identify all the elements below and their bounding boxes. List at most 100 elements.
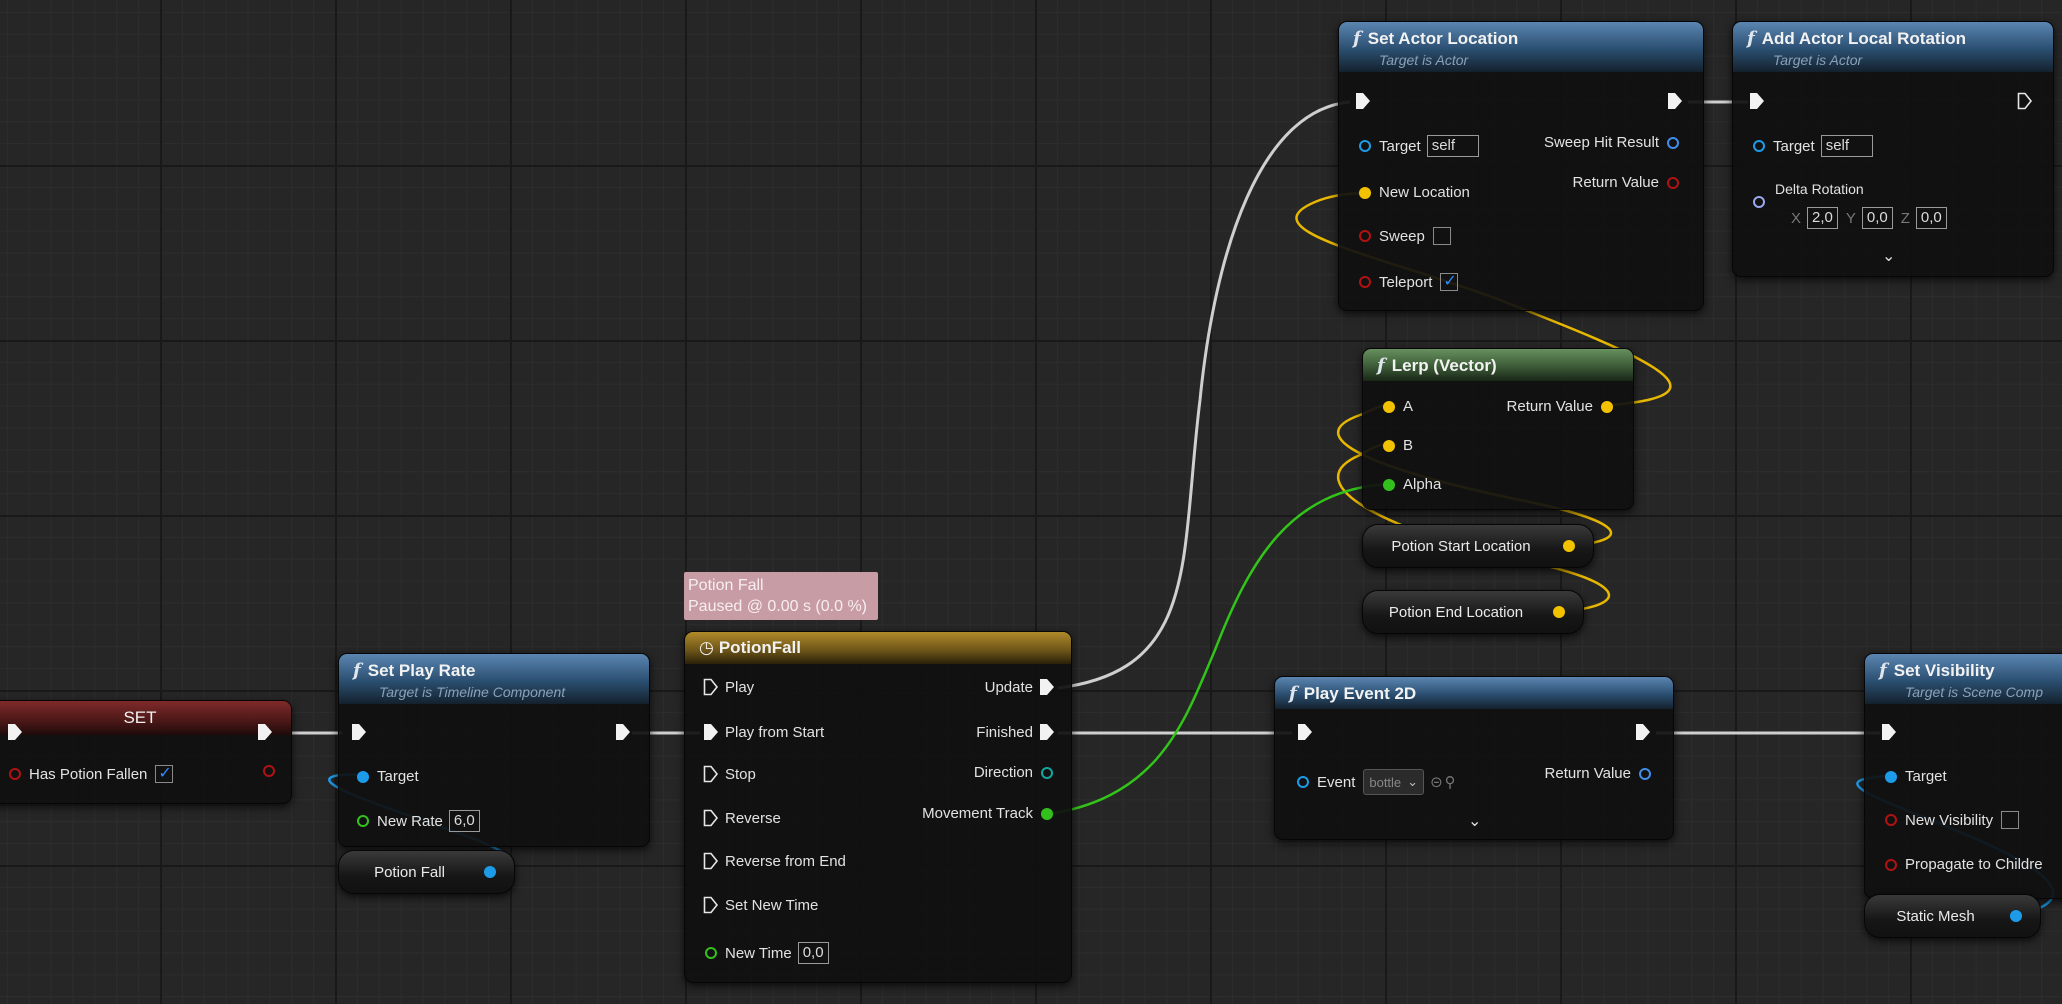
direction-label: Direction [973, 764, 1033, 781]
exec-in-pin[interactable] [351, 723, 367, 741]
new-visibility-checkbox[interactable] [2001, 811, 2020, 829]
y-value-input[interactable]: 0,0 [1861, 207, 1893, 229]
z-value-input[interactable]: 0,0 [1915, 207, 1947, 229]
new-rate-input[interactable]: 6,0 [448, 810, 480, 832]
exec-out-pin[interactable] [257, 723, 273, 741]
target-label: Target [1773, 137, 1815, 155]
target-pin[interactable] [1359, 140, 1371, 152]
rotation-exec-in-row [1743, 92, 1771, 110]
alpha-pin[interactable] [1383, 478, 1395, 491]
lerp-return-pin[interactable] [1601, 400, 1613, 413]
new-visibility-pin[interactable] [1885, 814, 1897, 826]
bool-in-pin[interactable] [9, 768, 21, 780]
exec-in-pin[interactable] [1881, 723, 1897, 741]
finished-exec-pin[interactable] [1039, 723, 1055, 741]
play-from-start-exec-pin[interactable] [703, 723, 719, 741]
update-exec-pin[interactable] [1039, 678, 1055, 696]
play-event-return-pin[interactable] [1639, 767, 1651, 780]
exec-in-pin[interactable] [1297, 723, 1313, 741]
direction-row: Direction [974, 764, 1061, 781]
potion-fall-variable-node[interactable]: Potion Fall [338, 850, 515, 894]
teleport-checkbox[interactable] [1440, 271, 1459, 291]
exec-out-pin[interactable] [1635, 723, 1651, 741]
reverse-from-end-exec-pin[interactable] [703, 852, 719, 870]
movement-track-pin[interactable] [1041, 807, 1053, 820]
sweep-hit-pin[interactable] [1667, 136, 1679, 149]
new-location-pin[interactable] [1359, 186, 1371, 199]
event-dropdown[interactable]: bottle⌄ [1363, 769, 1425, 795]
new-time-label: New Time [725, 944, 792, 962]
exec-out-pin[interactable] [1667, 92, 1683, 110]
exec-in-pin[interactable] [1355, 92, 1371, 110]
direction-pin[interactable] [1041, 766, 1053, 779]
potion-end-location-node[interactable]: Potion End Location [1362, 590, 1584, 634]
search-icon[interactable]: ⚲ [1444, 774, 1456, 791]
potion-start-location-pin[interactable] [1563, 540, 1575, 552]
teleport-pin[interactable] [1359, 276, 1371, 288]
potion-start-location-label: Potion Start Location [1391, 537, 1531, 555]
static-mesh-out-pin[interactable] [2010, 910, 2022, 922]
potion-end-location-pin[interactable] [1553, 606, 1565, 618]
delta-rotation-pin[interactable] [1753, 196, 1765, 208]
rotation-exec-out-row [2011, 92, 2039, 110]
bool-out-pin[interactable] [263, 765, 275, 777]
propagate-row: Propagate to Childre [1877, 856, 2043, 873]
target-pin[interactable] [1885, 770, 1897, 783]
stop-exec-pin[interactable] [703, 765, 719, 783]
target-pin[interactable] [1753, 140, 1765, 152]
lerp-return-row: Return Value [1507, 398, 1621, 415]
exec-out-pin[interactable] [615, 723, 631, 741]
play-exec-pin[interactable] [703, 678, 719, 696]
x-value-input[interactable]: 2,0 [1807, 207, 1838, 229]
sweep-checkbox[interactable] [1432, 227, 1451, 245]
potion-fall-out-pin[interactable] [484, 866, 496, 878]
propagate-pin[interactable] [1885, 858, 1897, 871]
target-self-input[interactable]: self [1820, 135, 1873, 157]
set-new-time-exec-pin[interactable] [703, 896, 719, 914]
visibility-target-row: Target [1877, 768, 1947, 785]
set-exec-in-row [1, 723, 29, 741]
potion-fall-timeline-node[interactable]: ◷PotionFall Play Play from Start Stop Re… [684, 631, 1072, 983]
return-value-pin[interactable] [1667, 176, 1679, 189]
sweep-pin[interactable] [1359, 230, 1371, 242]
new-time-pin[interactable] [705, 947, 717, 959]
add-rotation-title: Add Actor Local Rotation [1761, 29, 1967, 48]
use-selected-icon[interactable]: ⊝ [1430, 774, 1443, 791]
potion-start-location-node[interactable]: Potion Start Location [1362, 524, 1594, 568]
chevron-down-icon[interactable]: ⌄ [1882, 248, 1896, 265]
target-pin[interactable] [357, 770, 369, 783]
tooltip-title: Potion Fall [688, 577, 764, 594]
play-rate-exec-in-row [345, 723, 373, 741]
target-self-input[interactable]: self [1426, 135, 1479, 157]
delta-rotation-row [1745, 196, 1773, 208]
potion-end-location-label: Potion End Location [1388, 603, 1524, 621]
static-mesh-label: Static Mesh [1896, 907, 1975, 925]
new-location-row: New Location [1351, 184, 1470, 201]
exec-in-pin[interactable] [7, 723, 23, 741]
a-pin[interactable] [1383, 400, 1395, 413]
set-node-title: SET [123, 708, 157, 727]
new-rate-pin[interactable] [357, 815, 369, 827]
set-visibility-title: Set Visibility [1893, 661, 1995, 680]
exec-in-pin[interactable] [1749, 92, 1765, 110]
exec-out-pin[interactable] [2017, 92, 2033, 110]
static-mesh-variable-node[interactable]: Static Mesh [1864, 894, 2041, 938]
chevron-down-icon[interactable]: ⌄ [1468, 813, 1482, 830]
set-actor-location-subtitle: Target is Actor [1379, 52, 1469, 68]
event-pin[interactable] [1297, 776, 1309, 788]
reverse-exec-pin[interactable] [703, 809, 719, 827]
delta-rotation-label: Delta Rotation [1775, 181, 1864, 197]
b-pin[interactable] [1383, 439, 1395, 452]
has-potion-fallen-checkbox[interactable] [155, 763, 174, 783]
set-variable-node[interactable]: SET Has Potion Fallen [0, 700, 292, 804]
movement-track-row: Movement Track [922, 805, 1061, 822]
new-time-input[interactable]: 0,0 [797, 942, 829, 964]
